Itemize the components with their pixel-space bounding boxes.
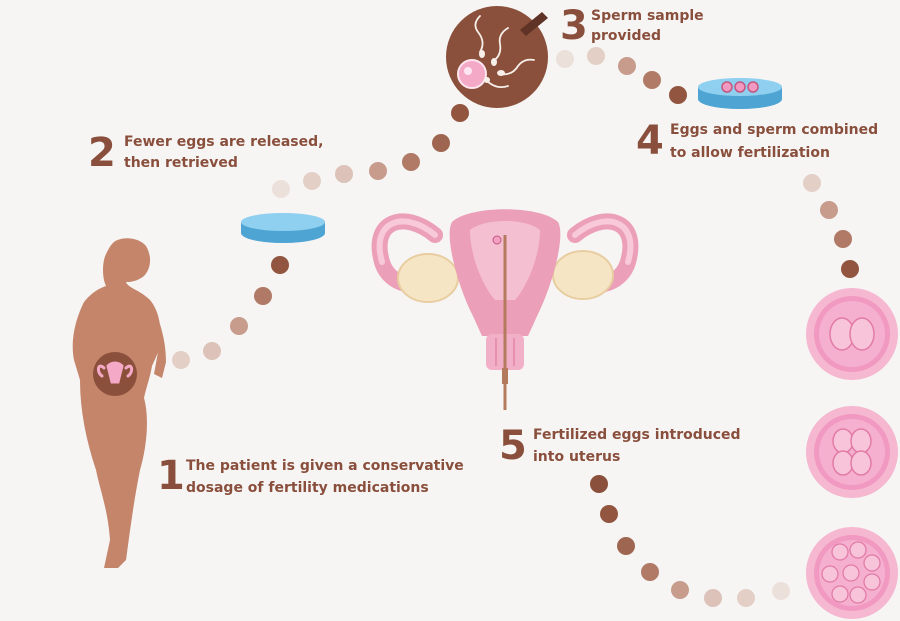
- step-4-number: 4: [636, 118, 664, 164]
- step-3-line-1: Sperm sample: [591, 8, 704, 24]
- step-5-line-1: Fertilized eggs introduced: [533, 427, 741, 443]
- step-1-line-2: dosage of fertility medications: [186, 480, 429, 496]
- step-2-line-1: Fewer eggs are released,: [124, 134, 324, 150]
- step-3-number: 3: [560, 3, 588, 49]
- sperm-egg-icon: [446, 6, 548, 108]
- embryo-2-cell-icon: [806, 288, 898, 380]
- step-4-line-2: to allow fertilization: [670, 145, 830, 161]
- step-4-line-1: Eggs and sperm combined: [670, 122, 879, 138]
- step-3-line-2: provided: [591, 28, 662, 44]
- petri-dish-eggs-icon: [698, 78, 782, 109]
- step-1-line-1: The patient is given a conservative: [186, 458, 464, 474]
- path-dots-2-to-3: [272, 104, 469, 198]
- step-5-line-2: into uterus: [533, 449, 621, 465]
- path-dots-1-to-2: [172, 256, 289, 369]
- embryo-4-cell-icon: [806, 406, 898, 498]
- path-dots-embryos-to-5: [590, 475, 790, 607]
- woman-silhouette: [72, 238, 166, 568]
- embryo-8-cell-icon: [806, 527, 898, 619]
- path-dots-3-to-4: [556, 47, 687, 104]
- step-2-line-2: then retrieved: [124, 155, 238, 171]
- step-2-number: 2: [88, 130, 116, 176]
- petri-dish-empty-icon: [241, 213, 325, 243]
- uterus-illustration: [371, 209, 639, 410]
- step-5-number: 5: [499, 423, 527, 469]
- path-dots-4-to-embryos: [803, 174, 859, 278]
- step-1-number: 1: [157, 453, 185, 499]
